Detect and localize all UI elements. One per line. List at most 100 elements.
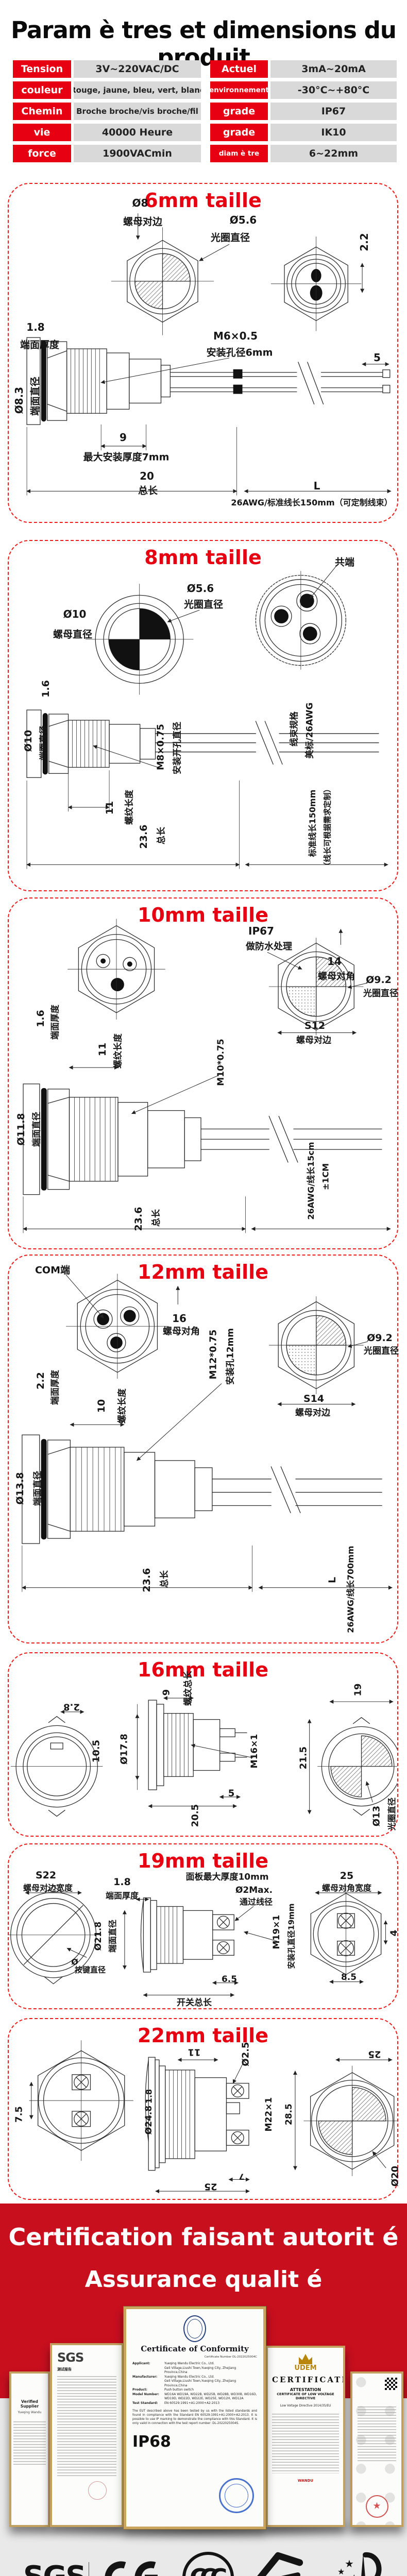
sgs-cert-title: 测试报告 xyxy=(57,2367,72,2371)
udem-brand: UDEM xyxy=(294,2364,317,2372)
dimension-label: 7 xyxy=(239,2172,245,2182)
spec-value: 40000 Heure xyxy=(74,124,201,141)
dimension-label: （线长可根据需求定制） xyxy=(323,785,332,870)
certificate-field-value: WD16A WD19A, WD22B, WD25B, WD28B, WD30B,… xyxy=(164,2392,257,2401)
certificate-field-row: Manufacturer:Yueqing Wandu Electric Co.,… xyxy=(132,2375,257,2380)
conformity-fields: Applicant:Yueqing Wandu Electric Co., Lt… xyxy=(132,2362,257,2405)
certificate-field-row: Geli Village,Liushi Town,Yueqing City, Z… xyxy=(132,2366,257,2375)
dimension-label: 按键直径 xyxy=(74,1965,106,1975)
svg-text:★: ★ xyxy=(345,2557,354,2570)
dimension-label: 端面直径 xyxy=(32,1471,43,1506)
spec-value: IK10 xyxy=(270,124,397,141)
certificate-company: Yueqing Wandu xyxy=(18,2411,42,2414)
spec-value: IP67 xyxy=(270,103,397,120)
dimension-label: M12*0.75 xyxy=(208,1329,219,1380)
dimension-label: Ø17.8 xyxy=(118,1734,130,1765)
certificate-of-conformity: Certificate of Conformity Certificate Nu… xyxy=(123,2306,266,2530)
dimension-label: 20 xyxy=(140,470,154,482)
dimension-label: 共端 xyxy=(334,556,355,568)
svg-text:CCC: CCC xyxy=(190,2564,226,2576)
dimension-label: 16 xyxy=(172,1312,186,1325)
red-star-stamp-icon xyxy=(365,2495,388,2518)
dimension-label: 2.2 xyxy=(358,233,370,251)
dimension-label: L xyxy=(327,1577,338,1584)
dimension-label: 28.5 xyxy=(284,2104,294,2125)
certificate-chinese xyxy=(350,2371,403,2527)
udem-attestation: ATTESTATION xyxy=(290,2387,321,2392)
dimension-label: 25 xyxy=(204,2181,217,2192)
spec-label: Tension xyxy=(13,60,71,78)
certificate-field-label: Test Standard: xyxy=(132,2401,158,2405)
spec-label: vie xyxy=(13,124,71,141)
certificate-title: Verified Supplier xyxy=(20,2399,39,2409)
dimension-label: Ø13 xyxy=(371,1805,382,1827)
sgs-cert-stamp xyxy=(88,2481,107,2500)
dimension-label: Ø2.5 xyxy=(240,2042,251,2066)
dimension-label: 11 xyxy=(97,1042,108,1057)
dimension-label: Ø21.8 xyxy=(93,1921,104,1951)
dimension-label: 25 xyxy=(340,1870,354,1882)
dimension-label: 总长 xyxy=(138,485,158,497)
dimension-label: Ø9.2 xyxy=(366,974,392,986)
ce-logo xyxy=(105,2561,166,2576)
dimension-label: 1.8 xyxy=(144,2089,154,2104)
udem-wandu: WANDU xyxy=(297,2479,314,2483)
dimension-label: 螺母对角 xyxy=(163,1326,200,1337)
dimension-label: 安装孔12mm xyxy=(225,1328,236,1385)
dimension-label: 螺母直径 xyxy=(53,629,93,640)
dimension-label: 端面直径 xyxy=(108,1919,117,1953)
dimension-label: 14 xyxy=(327,955,342,968)
section-title: 16mm taille xyxy=(138,1658,268,1681)
dimension-label: 美标/26AWG xyxy=(304,702,315,759)
dimension-label: 26AWG/线长15cm xyxy=(306,1142,316,1220)
dimension-label: 26AWG/标准线长150mm（可定制线束） xyxy=(231,498,393,507)
certificate-field-value: Geli Village,Liushi Town,Yueqing City, Z… xyxy=(164,2379,236,2387)
dimension-label: 螺母对角 xyxy=(318,971,355,982)
dimension-label: Ø5.6 xyxy=(186,582,214,595)
certificate-field-row: Geli Village,Liushi Town,Yueqing City, Z… xyxy=(132,2379,257,2388)
dimension-label: 9 xyxy=(161,1689,172,1696)
dimension-label: M19×1 xyxy=(272,1914,282,1950)
dimension-label: 端面直径 xyxy=(31,1112,42,1147)
dimension-label: Ø10 xyxy=(23,730,34,752)
dimension-label: 光圈直径 xyxy=(210,232,250,244)
dimension-label: 23.6 xyxy=(138,824,149,849)
certificate-field-label: Manufacturer: xyxy=(132,2375,158,2379)
dimension-label: 螺母对边 xyxy=(123,216,163,228)
dimension-label: 8.5 xyxy=(341,1972,357,1982)
certificate-field-label: Product: xyxy=(132,2388,147,2392)
technical-drawing-10mm xyxy=(23,919,391,1233)
certificate-field-label: Applicant: xyxy=(132,2362,150,2365)
spec-value: Rouge, jaune, bleu, vert, blanc xyxy=(74,81,201,99)
technical-drawing-22mm xyxy=(29,2040,397,2194)
dimension-label: COM端 xyxy=(35,1264,71,1276)
dimension-label: 端面厚度 xyxy=(50,1005,61,1040)
certificate-number: Certificate Number DL-2022025004C xyxy=(204,2355,257,2359)
certificate-emblem-icon xyxy=(183,2315,206,2342)
certificate-field-value: Push button switch xyxy=(164,2388,194,2392)
section-title: 22mm taille xyxy=(138,2024,268,2047)
dimension-label: Ø9.2 xyxy=(367,1332,393,1344)
dimension-label: 开关总长 xyxy=(177,1997,212,2008)
dimension-label: 端面直径 xyxy=(39,725,49,760)
page-title: Param è tres et dimensions du produit xyxy=(11,16,397,71)
dimension-label: Ø8 xyxy=(132,197,148,209)
dimension-label: 10 xyxy=(96,1399,107,1413)
spec-label: Chemin xyxy=(13,103,71,120)
dimension-label: 安装开孔直径 xyxy=(172,722,183,774)
dimension-label: 2.2 xyxy=(35,1372,46,1389)
dimension-label: 5 xyxy=(374,351,381,364)
dimension-label: 11 xyxy=(104,801,115,815)
dimension-label: M8×0.75 xyxy=(155,724,166,770)
spec-value: Broche broche/vis broche/fil xyxy=(74,103,201,120)
dimension-label: Ø xyxy=(71,1957,78,1967)
dimension-label: ±1CM xyxy=(320,1163,331,1191)
dimension-label: 21.5 xyxy=(298,1746,309,1770)
dimension-label: 2.8 xyxy=(63,1701,80,1713)
dimension-label: 螺母对边 xyxy=(295,1408,330,1418)
